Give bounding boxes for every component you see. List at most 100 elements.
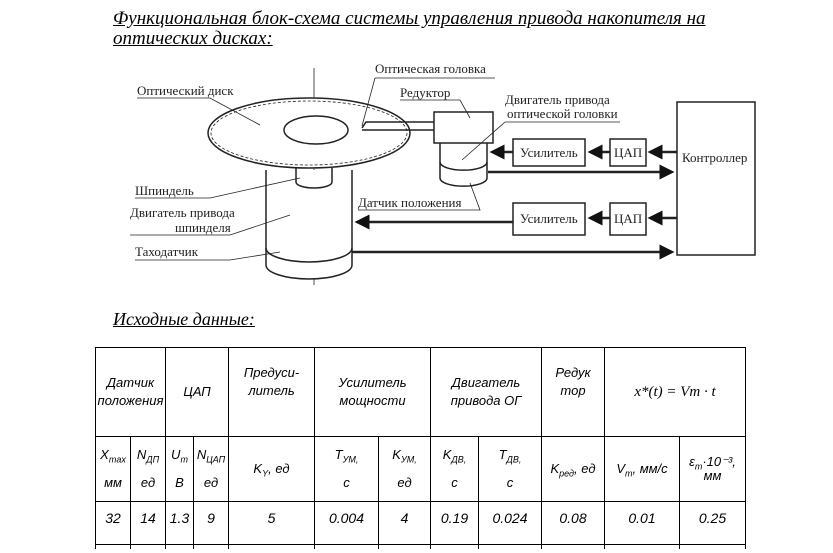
param-subscript: УМ, — [400, 454, 417, 465]
param-unit: , ед — [268, 461, 290, 476]
param-unit: с — [451, 475, 458, 490]
label-reducer: Редуктор — [400, 85, 450, 100]
group-header: Предуси-литель — [228, 347, 315, 437]
param-subscript: Y — [262, 468, 269, 479]
label-optical-head: Оптическая головка — [375, 61, 486, 76]
table-cell — [228, 544, 315, 549]
param-unit: ·10⁻³, мм — [702, 454, 736, 483]
table-cell — [604, 544, 680, 549]
param-header: Xmax мм — [95, 436, 131, 502]
group-header: Усилитель мощности — [314, 347, 431, 437]
document-title-line1: Функциональная блок-схема системы управл… — [113, 8, 706, 29]
table-cell — [193, 544, 229, 549]
optical-disk-shape — [207, 97, 411, 169]
controller-label: Контроллер — [682, 150, 747, 165]
param-subscript: m — [625, 468, 633, 479]
dac-1: ЦАП — [614, 145, 642, 160]
label-position-sensor: Датчик положения — [358, 195, 461, 210]
table-cell — [314, 544, 379, 549]
formula-header: x*(t) = Vm · t — [604, 347, 746, 437]
label-head-motor-1: Двигатель привода — [505, 92, 610, 107]
table-cell: 9 — [193, 501, 229, 545]
param-header: NЦАП ед — [193, 436, 229, 502]
param-unit: , ед — [574, 461, 596, 476]
spindle-motor-shape — [265, 170, 353, 280]
param-unit: ед — [203, 475, 219, 490]
section-title: Исходные данные: — [113, 309, 255, 329]
table-cell — [541, 544, 605, 549]
table-row — [95, 544, 746, 549]
document-title-line2: оптических дисках: — [113, 28, 273, 49]
table-cell — [430, 544, 479, 549]
label-optical-disk: Оптический диск — [137, 83, 234, 98]
param-symbol: N — [136, 447, 147, 462]
param-symbol: K — [550, 461, 560, 476]
table-cell: 0.25 — [679, 501, 746, 545]
table-cell: 0.01 — [604, 501, 680, 545]
param-subscript: ДП — [146, 454, 160, 465]
param-subscript: m — [180, 454, 188, 465]
table-cell: 1.3 — [165, 501, 194, 545]
param-symbol: N — [196, 447, 207, 462]
table-cell: 4 — [378, 501, 431, 545]
param-header: KY, ед — [228, 436, 315, 502]
label-spindle: Шпиндель — [135, 183, 194, 198]
group-header: Редук тор — [541, 347, 605, 437]
param-unit: В — [175, 475, 184, 490]
param-symbol: K — [253, 461, 263, 476]
param-subscript: ДВ, — [506, 454, 522, 465]
param-symbol: X — [100, 447, 109, 462]
table-cell: 0.19 — [430, 501, 479, 545]
amplifier-1: Усилитель — [520, 145, 578, 160]
reducer-shape — [433, 111, 494, 144]
param-header: TДВ,с — [478, 436, 542, 502]
param-symbol: V — [616, 461, 625, 476]
param-symbol: K — [392, 447, 401, 462]
group-header-row: Датчик положения ЦАП Предуси-литель Усил… — [95, 347, 746, 437]
param-symbol: ε — [689, 454, 695, 469]
group-header: ЦАП — [165, 347, 229, 437]
dac-2: ЦАП — [614, 211, 642, 226]
label-spindle-motor-2: шпинделя — [175, 220, 231, 235]
amplifier-2: Усилитель — [520, 211, 578, 226]
table-cell — [130, 544, 166, 549]
param-header: KДВ,с — [430, 436, 479, 502]
param-header: Kред, ед — [541, 436, 605, 502]
table-cell: 5 — [228, 501, 315, 545]
param-unit: ед — [397, 475, 412, 490]
table-cell: 0.08 — [541, 501, 605, 545]
param-symbol: U — [171, 447, 181, 462]
param-unit: с — [343, 475, 350, 490]
table-cell — [165, 544, 194, 549]
param-subscript: m — [694, 461, 703, 472]
group-header: Двигатель привода ОГ — [430, 347, 542, 437]
table-cell: 14 — [130, 501, 166, 545]
label-tacho: Таходатчик — [135, 244, 199, 259]
table-cell — [679, 544, 746, 549]
param-subscript: ЦАП — [206, 454, 226, 465]
param-header: TУМ, с — [314, 436, 379, 502]
table-cell: 32 — [95, 501, 131, 545]
param-header: εm·10⁻³, мм — [679, 436, 746, 502]
param-header: Vm, мм/с — [604, 436, 680, 502]
table-cell — [95, 544, 131, 549]
param-header: KУМ, ед — [378, 436, 431, 502]
param-symbol: T — [334, 447, 343, 462]
controller-block — [676, 101, 756, 256]
table-cell: 0.004 — [314, 501, 379, 545]
param-subscript: max — [108, 454, 126, 465]
table-cell — [478, 544, 542, 549]
source-data-table: Датчик положения ЦАП Предуси-литель Усил… — [95, 347, 746, 549]
param-unit: , мм/с — [632, 461, 668, 476]
param-unit: мм — [104, 475, 122, 490]
param-symbol: K — [442, 447, 452, 462]
table-cell: 0.024 — [478, 501, 542, 545]
param-unit: с — [506, 475, 514, 490]
param-subscript: УМ, — [342, 454, 359, 465]
head-motor-shape — [439, 143, 488, 187]
